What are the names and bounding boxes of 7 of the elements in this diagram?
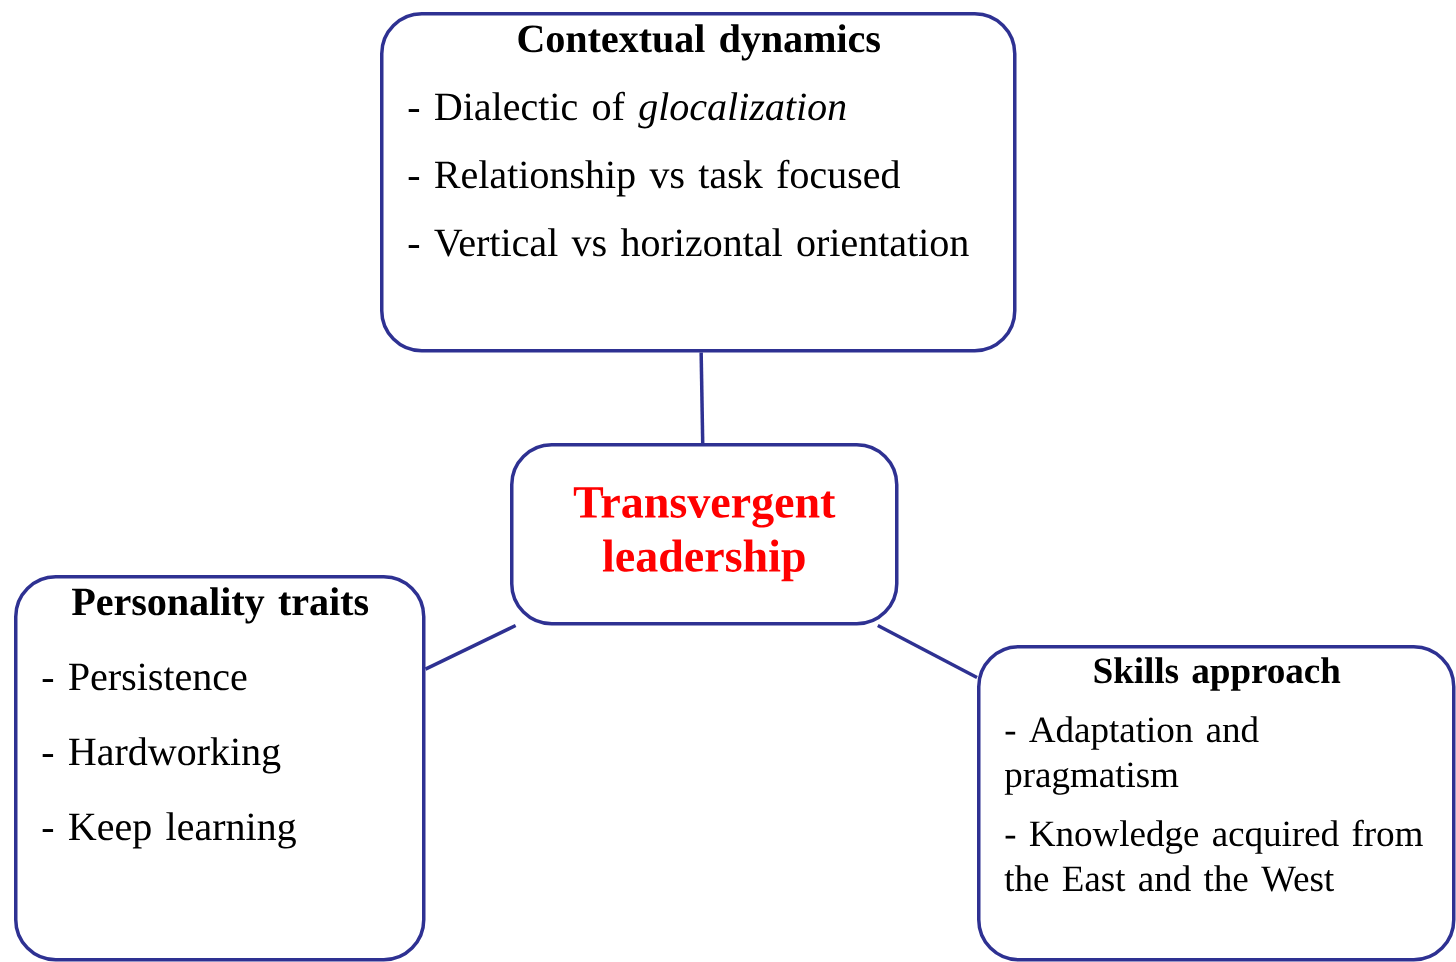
- text-box: Personality traits - Persistence - Hardworking - Keep learning: [14, 575, 426, 962]
- text-box: Transvergent leadership: [510, 443, 899, 626]
- connector-line: [424, 623, 517, 671]
- connector-line: [699, 352, 705, 444]
- text-box: Contextual dynamics - Dialectic of glocalization - Relationship vs task focused - Vertical vs horizontal orientation: [380, 12, 1017, 353]
- text-box: Skills approach - Adaptation and pragmatism - Knowledge acquired from the East and the West: [977, 645, 1456, 962]
- connector-line: [877, 623, 978, 680]
